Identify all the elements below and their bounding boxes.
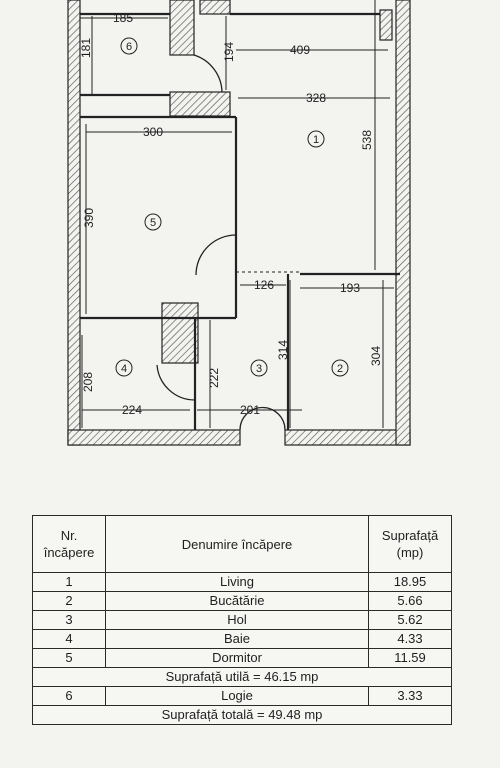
dim-194: 194 (222, 42, 236, 62)
room-table: Nr. încăpere Denumire încăpere Suprafață… (32, 515, 452, 725)
floor-plan: 185 181 194 409 328 300 390 538 126 193 … (67, 0, 411, 446)
cell-area: 5.62 (368, 610, 452, 630)
useful-total-row: Suprafață utilă = 46.15 mp (32, 667, 452, 687)
useful-total: Suprafață utilă = 46.15 mp (32, 667, 452, 687)
header-nr: Nr. încăpere (32, 515, 106, 573)
dim-328: 328 (306, 91, 326, 105)
cell-name: Hol (105, 610, 369, 630)
dim-222: 222 (207, 368, 221, 388)
table-row: 3 Hol 5.62 (32, 610, 452, 630)
dim-185: 185 (113, 11, 133, 25)
walls (67, 0, 411, 446)
room-number-6: 6 (126, 41, 132, 53)
dimension-labels: 185 181 194 409 328 300 390 538 126 193 … (79, 11, 383, 417)
room-number-2: 2 (337, 363, 343, 375)
cell-area: 11.59 (368, 648, 452, 668)
dimension-lines (80, 0, 394, 428)
table-row: 5 Dormitor 11.59 (32, 648, 452, 668)
header-area: Suprafață (mp) (368, 515, 452, 573)
table-row: 1 Living 18.95 (32, 572, 452, 592)
cell-nr: 3 (32, 610, 106, 630)
table-row: 6 Logie 3.33 (32, 686, 452, 706)
dim-126: 126 (254, 278, 274, 292)
header-name: Denumire încăpere (105, 515, 369, 573)
dim-314: 314 (276, 340, 290, 360)
dim-224: 224 (122, 403, 142, 417)
room-number-1: 1 (313, 134, 319, 146)
cell-nr: 2 (32, 591, 106, 611)
dim-181: 181 (79, 38, 93, 58)
cell-name: Living (105, 572, 369, 592)
dim-390: 390 (82, 208, 96, 228)
door-swings (156, 54, 286, 431)
table-row: 2 Bucătărie 5.66 (32, 591, 452, 611)
cell-nr: 4 (32, 629, 106, 649)
cell-nr: 6 (32, 686, 106, 706)
table-header-row: Nr. încăpere Denumire încăpere Suprafață… (32, 515, 452, 573)
cell-name: Logie (105, 686, 369, 706)
grand-total-row: Suprafață totală = 49.48 mp (32, 705, 452, 725)
dim-201: 201 (240, 403, 260, 417)
dim-300: 300 (143, 125, 163, 139)
dim-304: 304 (369, 346, 383, 366)
dim-538: 538 (360, 130, 374, 150)
room-markers: 6 1 5 4 3 2 (115, 37, 349, 377)
cell-nr: 1 (32, 572, 106, 592)
dim-193: 193 (340, 281, 360, 295)
interior-walls (80, 12, 400, 430)
table-row: 4 Baie 4.33 (32, 629, 452, 649)
room-number-5: 5 (150, 217, 156, 229)
cell-area: 3.33 (368, 686, 452, 706)
cell-area: 5.66 (368, 591, 452, 611)
cell-area: 4.33 (368, 629, 452, 649)
dim-208: 208 (81, 372, 95, 392)
grand-total: Suprafață totală = 49.48 mp (32, 705, 452, 725)
cell-nr: 5 (32, 648, 106, 668)
cell-name: Dormitor (105, 648, 369, 668)
room-number-3: 3 (256, 363, 262, 375)
cell-name: Bucătărie (105, 591, 369, 611)
cell-name: Baie (105, 629, 369, 649)
dim-409: 409 (290, 43, 310, 57)
cell-area: 18.95 (368, 572, 452, 592)
room-number-4: 4 (121, 363, 127, 375)
